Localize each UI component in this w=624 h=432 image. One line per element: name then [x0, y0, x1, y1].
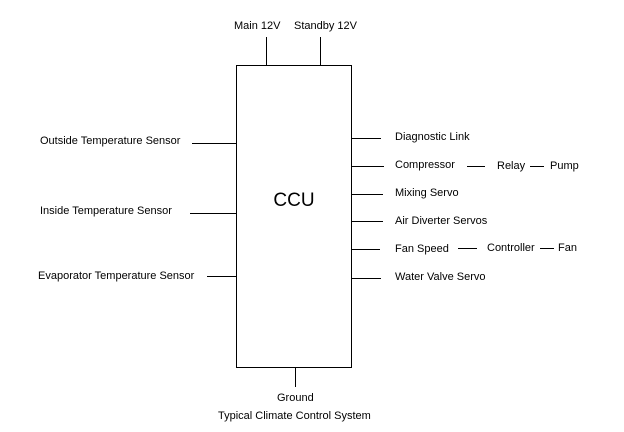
inside-temp-sensor-label: Inside Temperature Sensor — [40, 205, 172, 217]
fan-label: Fan — [558, 242, 577, 254]
evaporator-temp-sensor-connector — [207, 276, 236, 277]
controller-fan-connector — [540, 248, 554, 249]
ground-label: Ground — [277, 392, 314, 404]
ground-connector — [295, 367, 296, 387]
air-diverter-servos-label: Air Diverter Servos — [395, 215, 488, 227]
water-valve-servo-connector — [351, 278, 381, 279]
relay-label: Relay — [497, 160, 526, 172]
compressor-connector — [351, 166, 384, 167]
water-valve-servo-label: Water Valve Servo — [395, 271, 486, 283]
fan-speed-controller-connector — [458, 248, 477, 249]
main-12v-label: Main 12V — [234, 20, 281, 32]
fan-speed-connector — [351, 249, 380, 250]
standby-12v-connector — [320, 37, 321, 65]
diagnostic-link-label: Diagnostic Link — [395, 131, 470, 143]
controller-label: Controller — [487, 242, 535, 254]
pump-label: Pump — [550, 160, 579, 172]
evaporator-temp-sensor-label: Evaporator Temperature Sensor — [38, 270, 195, 282]
ccu-label: CCU — [273, 190, 315, 211]
mixing-servo-label: Mixing Servo — [395, 187, 459, 199]
standby-12v-label: Standby 12V — [294, 20, 357, 32]
mixing-servo-connector — [351, 194, 383, 195]
compressor-relay-connector — [467, 166, 485, 167]
fan-speed-label: Fan Speed — [395, 243, 449, 255]
outside-temp-sensor-connector — [192, 143, 236, 144]
inside-temp-sensor-connector — [190, 213, 236, 214]
diagnostic-link-connector — [351, 138, 381, 139]
relay-pump-connector — [530, 166, 544, 167]
ccu-block: CCU — [236, 65, 352, 368]
diagram-title: Typical Climate Control System — [218, 410, 371, 422]
air-diverter-servos-connector — [351, 221, 383, 222]
outside-temp-sensor-label: Outside Temperature Sensor — [40, 135, 181, 147]
compressor-label: Compressor — [395, 159, 455, 171]
main-12v-connector — [266, 37, 267, 65]
